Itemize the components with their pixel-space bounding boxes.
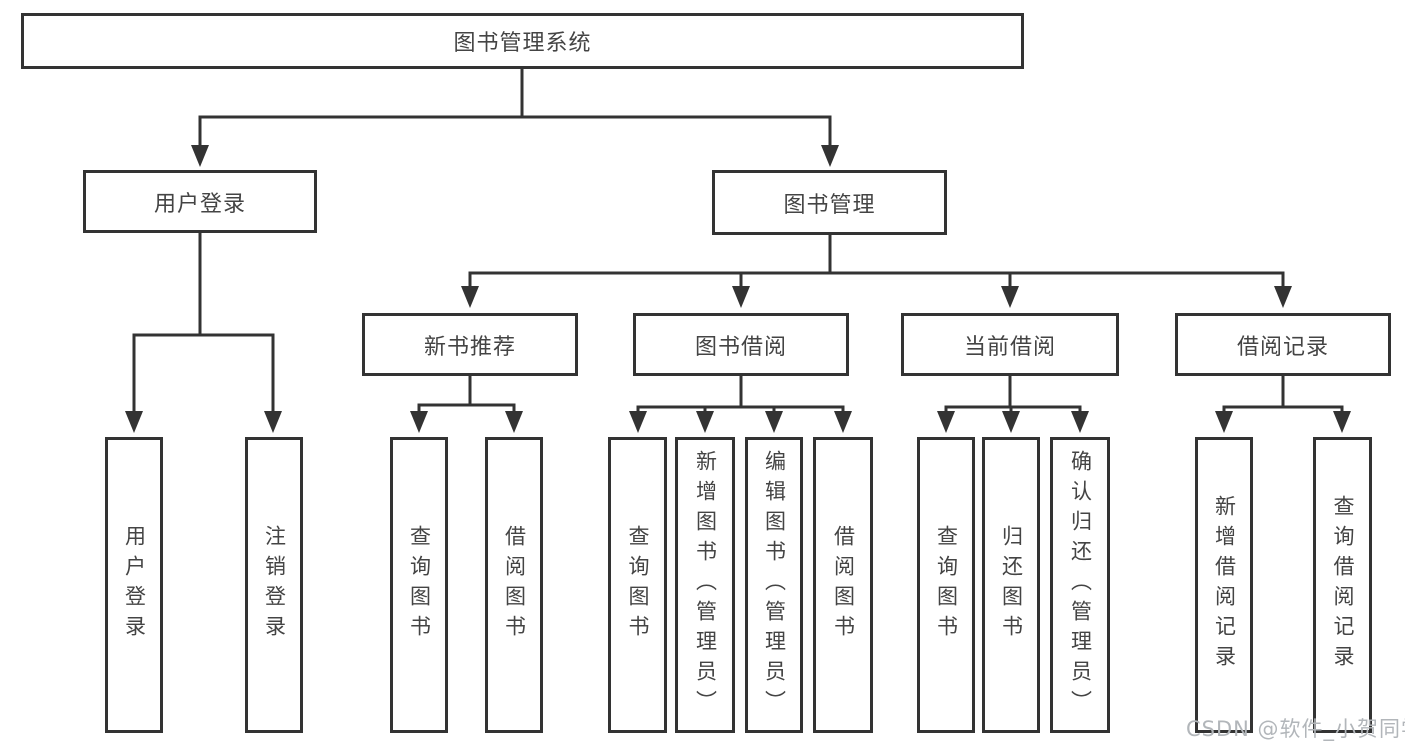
leaf-add-borrow-record: 新增借阅记录 bbox=[1195, 437, 1253, 733]
arrowhead-icon bbox=[834, 411, 852, 433]
leaf-add-books-admin: 新增图书（管理员） bbox=[675, 437, 735, 733]
node-borrowing-records: 借阅记录 bbox=[1175, 313, 1391, 376]
arrowhead-icon bbox=[1002, 411, 1020, 433]
leaf-query-borrow-record: 查询借阅记录 bbox=[1313, 437, 1372, 733]
arrowhead-icon bbox=[765, 411, 783, 433]
leaf-edit-books-admin: 编辑图书（管理员） bbox=[745, 437, 803, 733]
leaf-label: 查询图书 bbox=[934, 525, 959, 645]
arrowhead-icon bbox=[1001, 286, 1019, 308]
arrowhead-icon bbox=[264, 411, 282, 433]
leaf-label: 查询图书 bbox=[626, 525, 650, 645]
arrowhead-icon bbox=[461, 286, 479, 308]
leaf-borrow-books-borrowing: 借阅图书 bbox=[813, 437, 873, 733]
leaf-return-books: 归还图书 bbox=[982, 437, 1040, 733]
arrowhead-icon bbox=[732, 286, 750, 308]
arrowhead-icon bbox=[1071, 411, 1089, 433]
connector-root-to-level2 bbox=[198, 69, 832, 150]
connector-book-borrowing-to-children bbox=[636, 376, 845, 416]
arrowhead-icon bbox=[1333, 411, 1351, 433]
leaf-label: 借阅图书 bbox=[502, 525, 527, 645]
watermark: CSDN @软件_小贺同学 bbox=[1186, 717, 1405, 741]
leaf-query-books-borrowing: 查询图书 bbox=[608, 437, 667, 733]
leaf-logout-login: 注销登录 bbox=[245, 437, 303, 733]
connector-current-borrowing-to-children bbox=[944, 376, 1082, 416]
leaf-query-books-current: 查询图书 bbox=[917, 437, 975, 733]
leaf-borrow-books-recommend: 借阅图书 bbox=[485, 437, 543, 733]
node-book-borrowing: 图书借阅 bbox=[633, 313, 849, 376]
leaf-confirm-return-admin: 确认归还（管理员） bbox=[1050, 437, 1110, 733]
connector-new-book-recommend-to-children bbox=[417, 376, 516, 416]
arrowhead-icon bbox=[629, 411, 647, 433]
connector-book-management-to-level3 bbox=[468, 235, 1285, 292]
node-user-login: 用户登录 bbox=[83, 170, 317, 233]
leaf-label: 查询借阅记录 bbox=[1331, 495, 1355, 675]
node-new-book-recommend: 新书推荐 bbox=[362, 313, 578, 376]
arrowhead-icon bbox=[191, 145, 209, 167]
arrowhead-icon bbox=[1274, 286, 1292, 308]
leaf-label: 查询图书 bbox=[407, 525, 432, 645]
arrowhead-icon bbox=[696, 411, 714, 433]
connector-user-login-to-children bbox=[132, 233, 275, 416]
leaf-query-books-recommend: 查询图书 bbox=[390, 437, 448, 733]
node-current-borrowing: 当前借阅 bbox=[901, 313, 1119, 376]
node-book-management: 图书管理 bbox=[712, 170, 947, 235]
leaf-label: 用户登录 bbox=[122, 525, 147, 645]
arrowhead-icon bbox=[821, 145, 839, 167]
leaf-label: 注销登录 bbox=[262, 525, 287, 645]
leaf-label: 编辑图书（管理员） bbox=[762, 450, 787, 720]
leaf-label: 新增图书（管理员） bbox=[693, 450, 718, 720]
leaf-label: 借阅图书 bbox=[831, 525, 856, 645]
leaf-user-login: 用户登录 bbox=[105, 437, 163, 733]
arrowhead-icon bbox=[1215, 411, 1233, 433]
connector-borrowing-records-to-children bbox=[1222, 376, 1344, 416]
leaf-label: 新增借阅记录 bbox=[1212, 495, 1237, 675]
node-root: 图书管理系统 bbox=[21, 13, 1024, 69]
arrowhead-icon bbox=[125, 411, 143, 433]
arrowhead-icon bbox=[410, 411, 428, 433]
leaf-label: 归还图书 bbox=[999, 525, 1024, 645]
arrowhead-icon bbox=[937, 411, 955, 433]
leaf-label: 确认归还（管理员） bbox=[1068, 450, 1093, 720]
arrowhead-icon bbox=[505, 411, 523, 433]
